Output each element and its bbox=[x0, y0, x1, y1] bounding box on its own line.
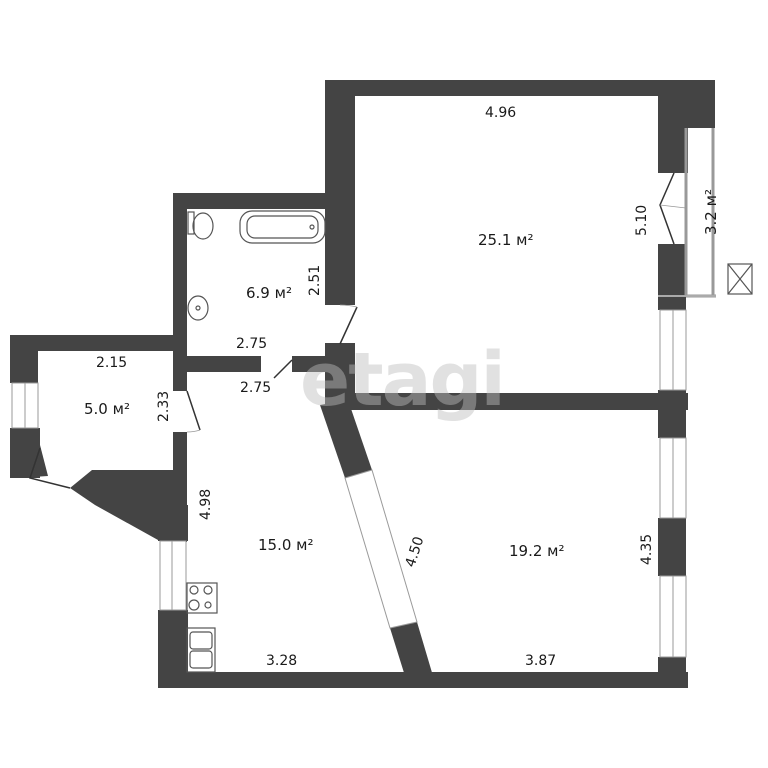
room-living-1: 4.96 25.1 м² 5.10 bbox=[478, 105, 650, 249]
area-label: 19.2 м² bbox=[509, 542, 565, 560]
dimension-label: 4.50 bbox=[403, 535, 428, 570]
dimension-label: 3.28 bbox=[266, 653, 297, 669]
sink-icon bbox=[187, 295, 209, 321]
dimension-label: 4.98 bbox=[198, 489, 214, 520]
dimension-label: 3.87 bbox=[525, 653, 556, 669]
windows bbox=[11, 128, 716, 658]
vent-icon bbox=[727, 263, 753, 295]
dimension-label: 4.35 bbox=[639, 534, 655, 565]
dimension-label: 5.10 bbox=[634, 205, 650, 236]
dimension-label: 2.15 bbox=[96, 355, 127, 371]
area-label: 15.0 м² bbox=[258, 536, 314, 554]
area-label: 25.1 м² bbox=[478, 231, 534, 249]
room-kitchen: 2.75 4.98 15.0 м² 3.28 4.50 bbox=[198, 380, 427, 669]
fixtures bbox=[186, 210, 753, 673]
room-balcony: 3.2 м² bbox=[702, 189, 720, 235]
dimension-label: 4.96 bbox=[485, 105, 516, 121]
room-storage: 2.15 5.0 м² 2.33 bbox=[84, 355, 172, 422]
kitchen-sink-icon bbox=[186, 627, 216, 673]
bathtub-icon bbox=[239, 210, 326, 244]
toilet-icon bbox=[187, 211, 214, 240]
watermark: etagi bbox=[300, 337, 504, 423]
stove-icon bbox=[186, 582, 218, 614]
area-label: 3.2 м² bbox=[702, 189, 720, 235]
dimension-label: 2.75 bbox=[240, 380, 271, 396]
dimension-label: 2.75 bbox=[236, 336, 267, 352]
area-label: 6.9 м² bbox=[246, 284, 292, 302]
doors bbox=[29, 172, 687, 489]
dimension-label: 2.33 bbox=[156, 391, 172, 422]
area-label: 5.0 м² bbox=[84, 400, 130, 418]
room-living-2: 19.2 м² 4.35 3.87 bbox=[509, 534, 655, 669]
room-bathroom: 6.9 м² 2.51 2.75 bbox=[236, 265, 323, 352]
walls bbox=[10, 80, 715, 688]
dimension-label: 2.51 bbox=[307, 265, 323, 296]
